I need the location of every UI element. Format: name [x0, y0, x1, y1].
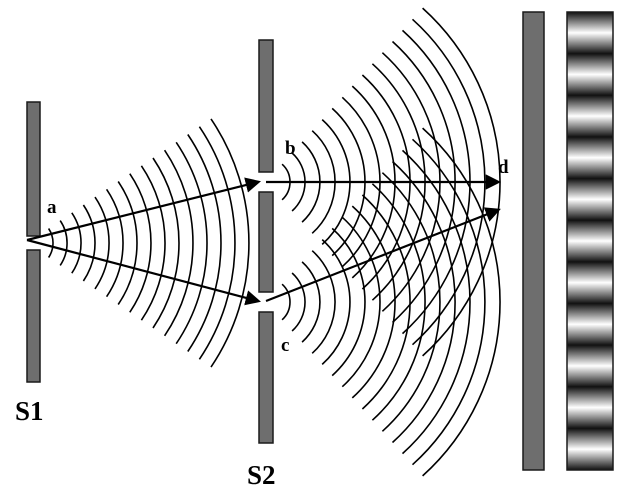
- wavefront-c-11: [381, 172, 441, 432]
- wavefront-c-4: [311, 250, 336, 354]
- wavefront-c-6: [331, 227, 366, 377]
- interference-pattern: [566, 11, 614, 471]
- label-c: c: [281, 335, 289, 356]
- rays: [26, 174, 502, 306]
- wavefront-a-11: [163, 149, 194, 337]
- barrier-s2-bottom: [258, 311, 274, 444]
- wavefront-a-14: [198, 126, 236, 360]
- ray-c-to-d: [265, 207, 501, 303]
- wavefront-c-1: [281, 283, 291, 321]
- wavefront-c-2: [291, 272, 306, 332]
- wavefront-a-1: [47, 228, 54, 258]
- wavefronts-from-a: [47, 118, 250, 368]
- wavefronts-from-c: [281, 127, 501, 477]
- wavefront-a-10: [152, 157, 180, 329]
- wavefront-a-15: [210, 118, 250, 368]
- wavefront-c-5: [321, 239, 351, 365]
- wavefront-c-15: [422, 127, 501, 477]
- wavefront-a-6: [105, 188, 124, 298]
- label-s2: S2: [247, 460, 276, 490]
- label-b: b: [285, 138, 296, 159]
- wavefront-c-3: [301, 261, 321, 343]
- wavefront-c-8: [351, 205, 396, 399]
- wavefront-a-5: [94, 196, 110, 290]
- wavefront-a-12: [175, 141, 208, 345]
- ray-a-to-c: [26, 238, 261, 306]
- wavefront-a-13: [187, 134, 222, 352]
- barrier-s1-upper: [26, 101, 41, 237]
- wavefront-c-10: [371, 183, 426, 421]
- barrier-s2-middle: [258, 191, 274, 293]
- wavefront-a-9: [140, 165, 166, 321]
- wavefront-c-14: [411, 138, 486, 466]
- wavefront-a-7: [117, 181, 138, 305]
- wavefront-c-13: [401, 149, 471, 455]
- barrier-s2: [258, 39, 274, 444]
- barrier-s1-lower: [26, 249, 41, 383]
- wavefront-c-9: [361, 194, 411, 410]
- label-a: a: [47, 197, 57, 218]
- barrier-s2-top: [258, 39, 274, 173]
- wavefront-a-4: [82, 204, 96, 282]
- wavefront-a-2: [59, 220, 68, 266]
- wavefront-c-7: [341, 216, 381, 388]
- wavefront-a-8: [129, 173, 152, 313]
- barrier-s1: [26, 101, 41, 383]
- wavefront-c-12: [391, 160, 456, 444]
- wavefront-a-3: [71, 212, 82, 274]
- ray-a-to-b: [26, 177, 261, 242]
- detection-screen: [522, 11, 545, 471]
- label-s1: S1: [15, 396, 44, 426]
- label-d: d: [498, 157, 509, 178]
